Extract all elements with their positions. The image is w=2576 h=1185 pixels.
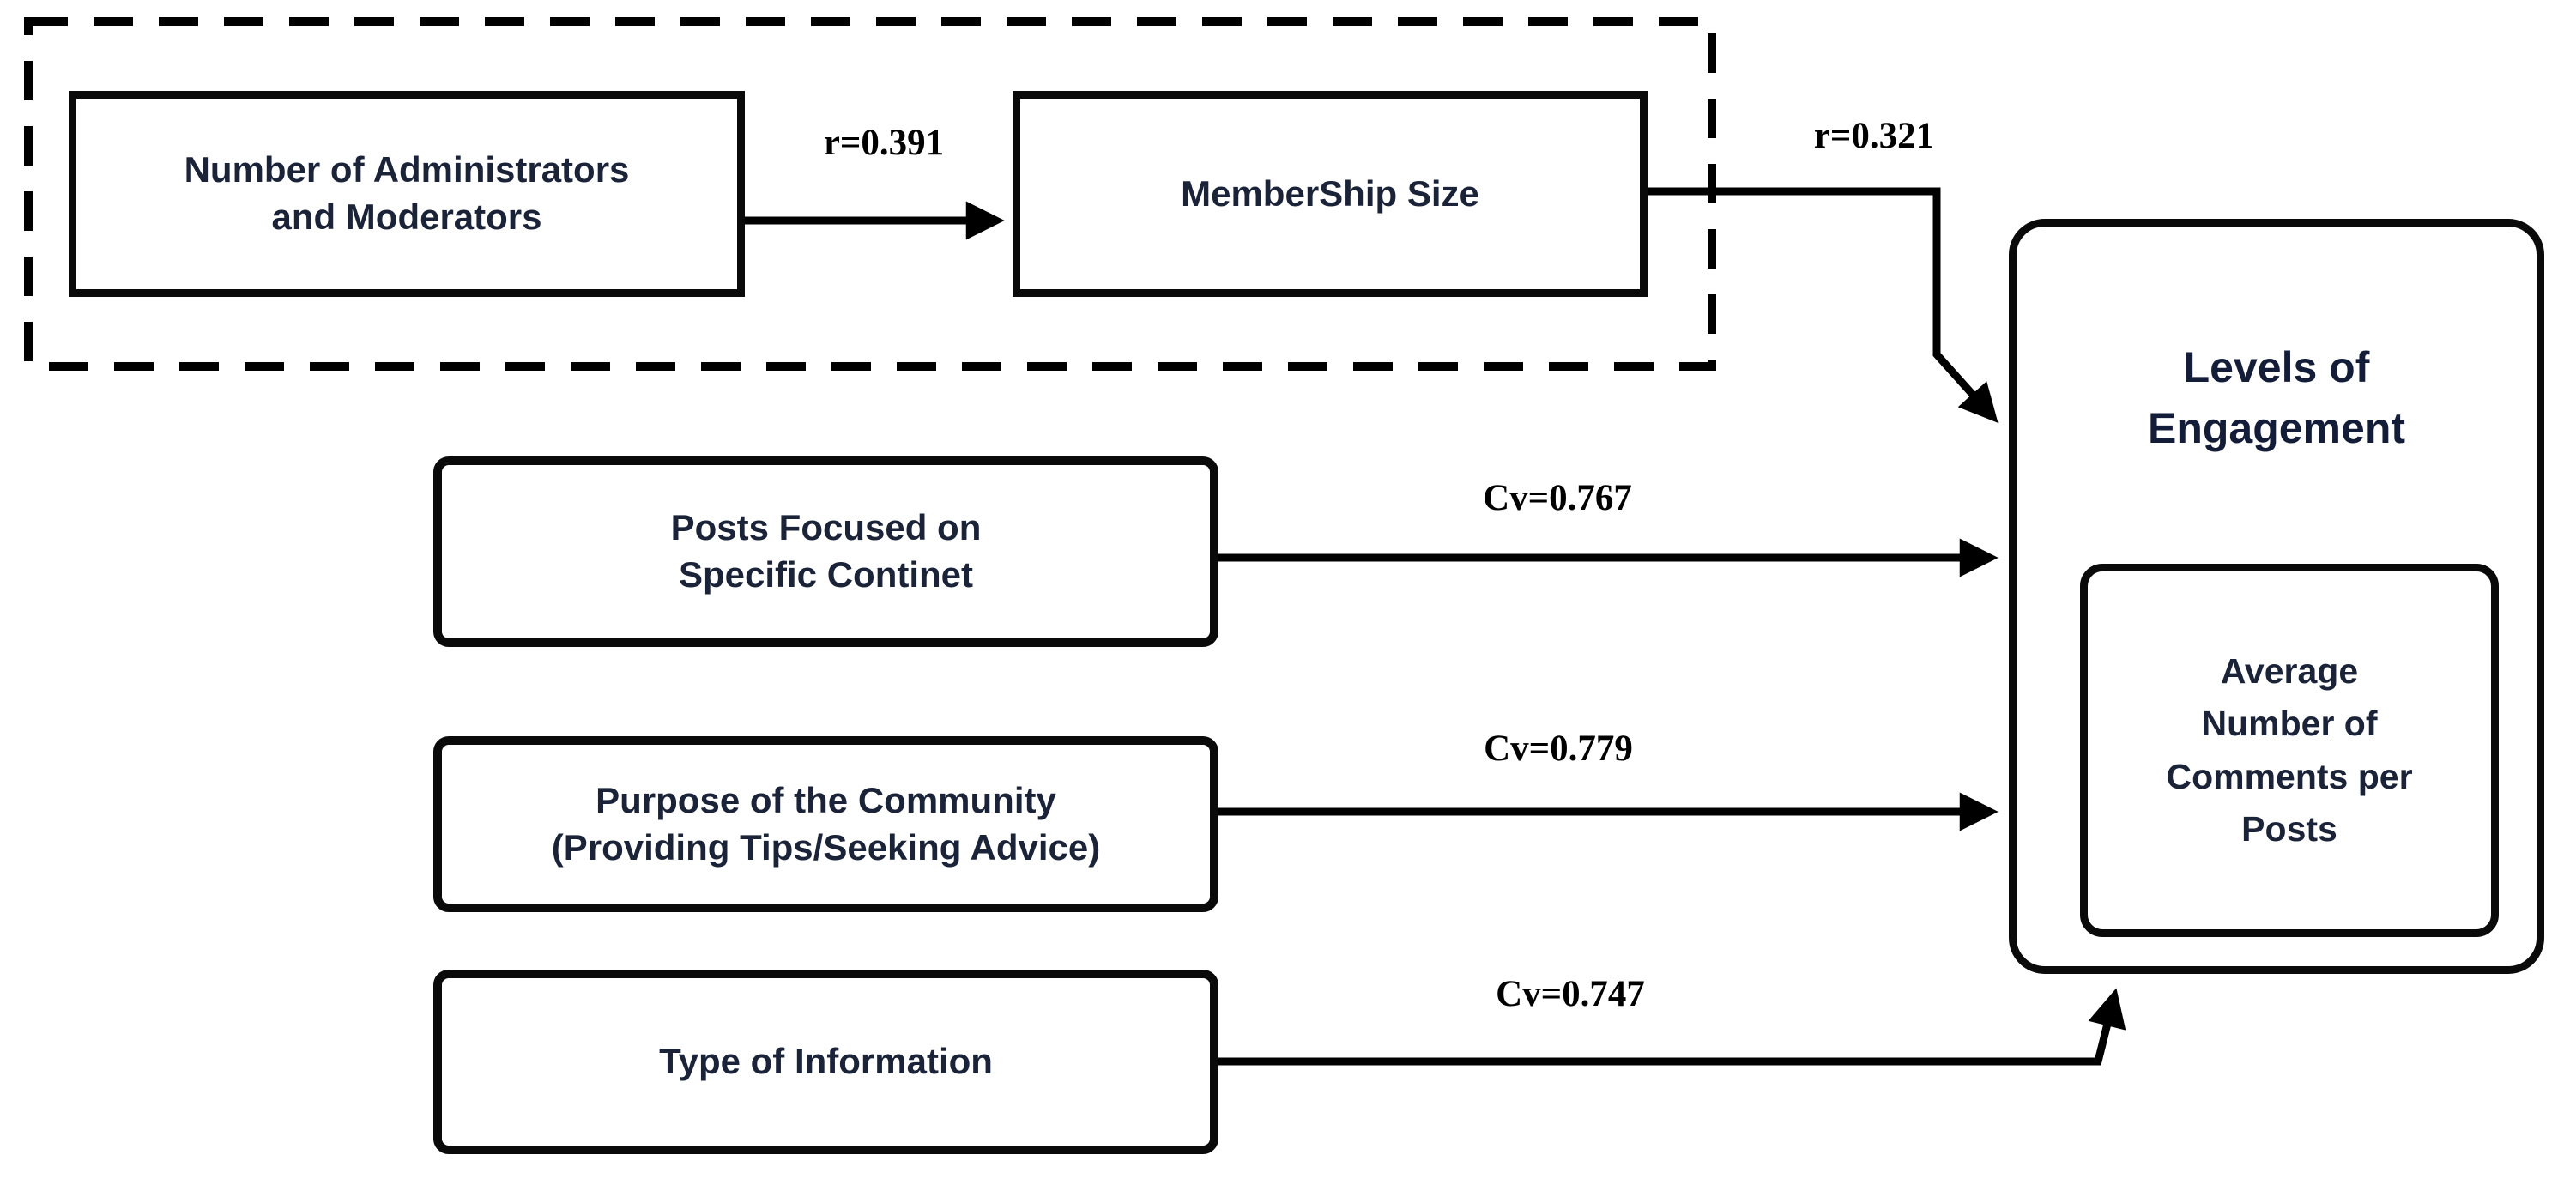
edge-label-cv-0767: Cv=0.767	[1483, 478, 1632, 518]
node-average-comments: Average Number of Comments per Posts	[2080, 564, 2499, 937]
node-posts-focused: Posts Focused on Specific Continet	[433, 456, 1218, 647]
node-levels-of-engagement: Levels of Engagement Average Number of C…	[2009, 219, 2544, 974]
node-membership-size-label: MemberShip Size	[1181, 172, 1479, 214]
levels-of-engagement-title: Levels of Engagement	[2147, 343, 2406, 452]
node-purpose-of-community: Purpose of the Community (Providing Tips…	[433, 736, 1218, 912]
arrow-membership-to-engagement	[1648, 187, 1999, 423]
edge-label-cv-0779: Cv=0.779	[1484, 729, 1633, 769]
node-membership-size: MemberShip Size	[1013, 91, 1648, 297]
node-number-of-admins: Number of Administrators and Moderators	[69, 91, 745, 297]
edge-label-r-0321: r=0.321	[1813, 116, 1935, 156]
levels-of-engagement-title-area: Levels of Engagement	[2017, 227, 2537, 570]
arrow-type-to-engagement	[1218, 988, 2126, 1066]
node-purpose-of-community-label: Purpose of the Community (Providing Tips…	[551, 779, 1101, 868]
node-posts-focused-label: Posts Focused on Specific Continet	[670, 507, 982, 595]
node-type-of-information: Type of Information	[433, 970, 1218, 1154]
node-average-comments-label: Average Number of Comments per Posts	[2166, 650, 2413, 849]
node-type-of-information-label: Type of Information	[659, 1041, 993, 1082]
edge-label-r-0391: r=0.391	[823, 123, 945, 163]
edge-label-cv-0747: Cv=0.747	[1496, 974, 1645, 1014]
node-number-of-admins-label: Number of Administrators and Moderators	[184, 149, 630, 237]
